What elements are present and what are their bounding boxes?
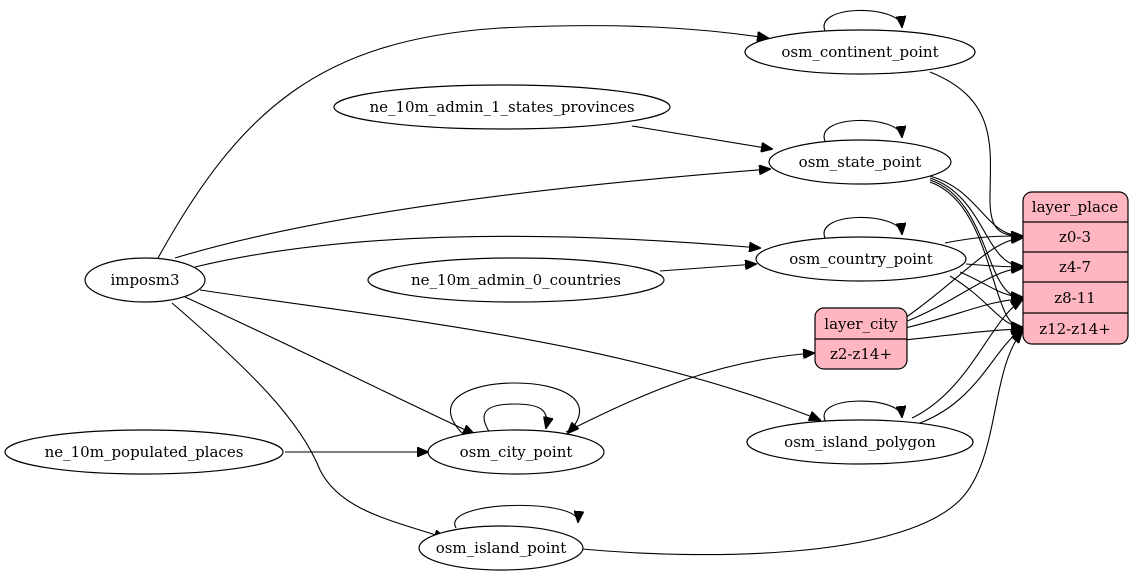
- node-ne-10m-admin-1-states-provinces: ne_10m_admin_1_states_provinces: [333, 84, 671, 130]
- node-osm-island-point: osm_island_point: [418, 525, 584, 571]
- node-osm-country-point: osm_country_point: [755, 236, 967, 282]
- node-ne-10m-populated-places: ne_10m_populated_places: [4, 429, 284, 475]
- node-label: osm_city_point: [460, 443, 573, 461]
- node-label: osm_island_polygon: [784, 433, 936, 451]
- edge-country-z8: [959, 271, 1022, 297]
- layer-city-title: layer_city: [824, 315, 898, 333]
- edge-continent-self: [823, 9, 902, 34]
- edge-island-polygon-z8: [911, 300, 1022, 419]
- edge-continent-layer-place: [929, 71, 1022, 236]
- edge-city-self-inner: [483, 403, 547, 434]
- edge-city-self-outer: [449, 382, 581, 433]
- node-label: osm_state_point: [799, 153, 922, 171]
- edge-layer-city-z0: [904, 238, 1022, 319]
- node-layer-place: layer_place z0-3 z4-7 z8-11 z12-z14+: [1022, 191, 1129, 345]
- node-label: osm_continent_point: [781, 43, 938, 61]
- node-osm-city-point: osm_city_point: [427, 429, 605, 475]
- edge-imposm3-island-polygon: [199, 289, 820, 420]
- edge-island-point-z12: [581, 332, 1022, 556]
- node-label: osm_country_point: [789, 250, 933, 268]
- edge-country-z0: [944, 236, 1022, 244]
- edge-layer-city-z4: [904, 268, 1022, 323]
- edge-state-z8: [929, 179, 1022, 298]
- node-layer-city: layer_city z2-z14+: [814, 307, 908, 370]
- node-label: ne_10m_admin_0_countries: [411, 271, 621, 289]
- layer-place-title: layer_place: [1032, 198, 1119, 216]
- node-label: imposm3: [110, 271, 179, 289]
- layer-place-field-z8-11: z8-11: [1054, 289, 1096, 307]
- edge-state-z4: [929, 177, 1022, 266]
- edge-country-self: [823, 216, 902, 241]
- edge-layer-city-z12: [904, 329, 1022, 341]
- node-label: ne_10m_admin_1_states_provinces: [369, 98, 634, 116]
- node-osm-island-polygon: osm_island_polygon: [746, 419, 974, 465]
- edges: [157, 9, 1022, 556]
- edge-imposm3-city: [184, 296, 474, 434]
- edge-country-z12: [949, 275, 1022, 327]
- edge-ne-countries-country: [659, 264, 756, 272]
- node-osm-continent-point: osm_continent_point: [744, 29, 976, 75]
- edge-ne-states-state: [631, 125, 772, 149]
- edge-city-layer-city: [565, 353, 814, 433]
- node-osm-state-point: osm_state_point: [768, 139, 952, 185]
- layer-place-field-z4-7: z4-7: [1059, 258, 1091, 276]
- node-ne-10m-admin-0-countries: ne_10m_admin_0_countries: [367, 257, 665, 303]
- node-label: ne_10m_populated_places: [45, 443, 244, 461]
- edge-island-polygon-z12: [919, 330, 1022, 424]
- edge-imposm3-island-point: [171, 302, 445, 538]
- edge-island-polygon-self: [823, 400, 902, 423]
- edge-layer-city-z8: [904, 299, 1022, 329]
- edge-imposm3-continent: [157, 25, 768, 259]
- layer-place-field-z12-z14: z12-z14+: [1039, 320, 1111, 338]
- edge-imposm3-state: [174, 169, 770, 259]
- node-imposm3: imposm3: [84, 257, 206, 303]
- edge-imposm3-country: [194, 235, 760, 268]
- layer-city-field: z2-z14+: [830, 345, 892, 363]
- edge-island-point-self: [454, 504, 578, 529]
- layer-place-field-z0-3: z0-3: [1059, 228, 1091, 246]
- layer-place-box: [1022, 191, 1129, 345]
- edge-state-self: [823, 119, 902, 144]
- node-label: osm_island_point: [436, 539, 567, 557]
